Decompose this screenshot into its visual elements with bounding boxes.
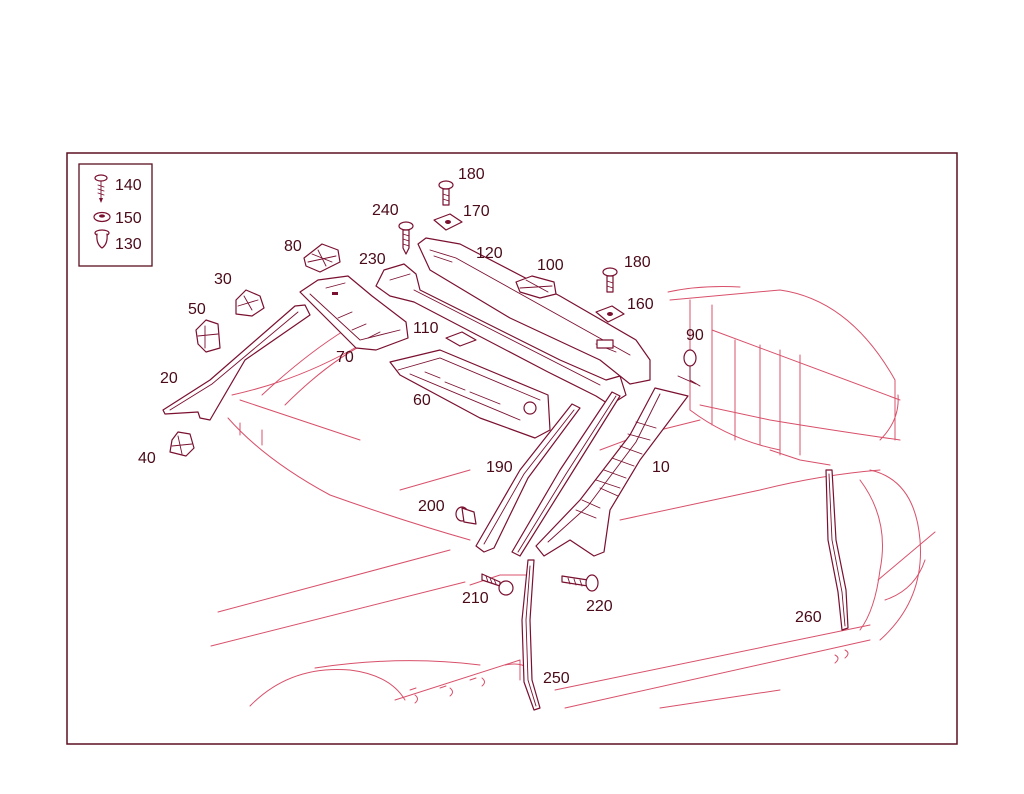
part-70-cowl-cover	[299, 275, 409, 351]
callout-220: 220	[586, 598, 613, 615]
part-100-clip	[515, 275, 557, 299]
callout-40: 40	[138, 450, 156, 467]
part-20-a-pillar-trim	[162, 304, 311, 421]
part-180-screw-top	[438, 180, 454, 206]
part-110-pad	[445, 331, 477, 347]
callout-230: 230	[359, 251, 386, 268]
part-260-rear-seal	[825, 469, 849, 631]
part-30-clip	[235, 289, 265, 317]
callout-240: 240	[372, 202, 399, 219]
part-240-screw	[398, 221, 414, 255]
legend-label-130: 130	[115, 236, 142, 253]
part-40-clip	[169, 431, 195, 457]
callout-250: 250	[543, 670, 570, 687]
callout-90: 90	[686, 327, 704, 344]
part-200-plug	[455, 506, 477, 525]
callout-210: 210	[462, 590, 489, 607]
washer-icon	[93, 211, 111, 223]
callout-30: 30	[214, 271, 232, 288]
callout-50: 50	[188, 301, 206, 318]
expanding-nut-icon	[94, 229, 110, 249]
callout-100: 100	[537, 257, 564, 274]
part-180-screw-right	[602, 267, 618, 293]
part-210-screw	[481, 573, 514, 596]
vehicle-body-outline	[210, 286, 936, 709]
part-220-screw	[561, 574, 599, 592]
callout-60: 60	[413, 392, 431, 409]
pillar-seal-strip	[511, 391, 621, 557]
callout-120: 120	[476, 245, 503, 262]
callout-190: 190	[486, 459, 513, 476]
part-50-bracket	[195, 319, 221, 353]
part-230-cowl-seal	[375, 263, 627, 406]
callout-10: 10	[652, 459, 670, 476]
part-10-a-pillar-trim	[535, 387, 689, 557]
legend-label-140: 140	[115, 177, 142, 194]
callout-70: 70	[336, 349, 354, 366]
legend-box	[78, 163, 153, 267]
callout-110: 110	[413, 320, 439, 337]
part-80-clip	[303, 243, 341, 273]
part-170-clip-nut	[433, 213, 463, 231]
callout-80: 80	[284, 238, 302, 255]
legend-label-150: 150	[115, 210, 142, 227]
callout-180-right: 180	[624, 254, 651, 271]
part-160-clip-nut	[595, 305, 625, 323]
callout-200: 200	[418, 498, 445, 515]
part-90-fastener	[677, 349, 701, 387]
callout-160: 160	[627, 296, 654, 313]
part-250-door-seal	[521, 559, 541, 711]
callout-260: 260	[795, 609, 822, 626]
callout-180-top: 180	[458, 166, 485, 183]
part-60-cowl-panel	[389, 349, 551, 439]
screw-icon	[94, 174, 108, 203]
callout-20: 20	[160, 370, 178, 387]
part-190-trim-strip	[475, 403, 581, 553]
part-120-upper-cowl	[417, 237, 651, 385]
diagram-frame	[66, 152, 958, 745]
legend: 140 150 130	[78, 163, 153, 267]
callout-170: 170	[463, 203, 490, 220]
